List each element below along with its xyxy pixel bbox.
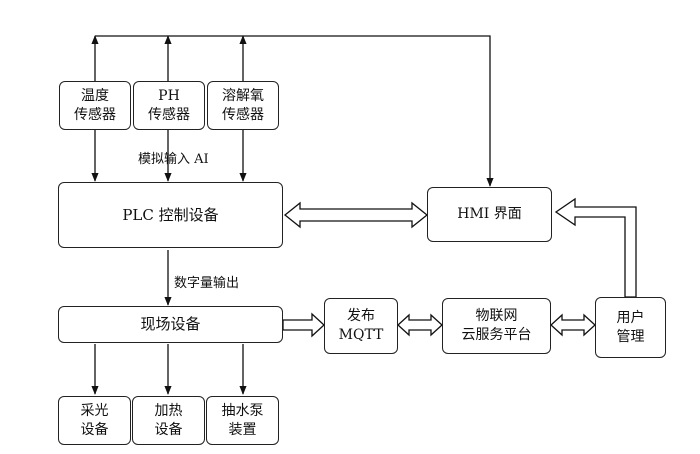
user-management-box: 用户 管理 — [595, 297, 666, 358]
mqtt-cloud-double-arrow — [397, 313, 443, 337]
heating-device-box: 加热 设备 — [132, 396, 205, 445]
water-pump-box: 抽水泵 装置 — [206, 396, 279, 445]
water-pump-line2: 装置 — [228, 421, 257, 438]
iot-cloud-platform-line2: 云服务平台 — [461, 327, 532, 343]
heating-device-line2: 设备 — [154, 421, 183, 438]
dissolved-oxygen-sensor-line1: 溶解氧 — [222, 87, 264, 104]
mqtt-publish-box: 发布 MQTT — [324, 298, 398, 354]
digital-output-label: 数字量输出 — [174, 276, 240, 291]
plc-control-device-box: PLC 控制设备 — [58, 182, 283, 248]
iot-cloud-platform-box: 物联网 云服务平台 — [442, 298, 551, 354]
field-to-mqtt-arrow — [282, 312, 325, 338]
water-pump-line1: 抽水泵 — [221, 402, 264, 419]
hmi-interface-box: HMI 界面 — [427, 187, 552, 242]
heating-device-line1: 加热 — [154, 402, 183, 419]
field-to-actuator-arrows — [91, 344, 247, 395]
sensor-to-plc-arrows — [91, 130, 247, 182]
analog-input-label: 模拟输入 AI — [138, 152, 209, 167]
top-bus-lines — [91, 35, 494, 187]
temperature-sensor-line2: 传感器 — [74, 106, 116, 123]
field-device-label: 现场设备 — [140, 315, 201, 333]
mqtt-publish-line1: 发布 — [347, 308, 375, 324]
field-device-box: 现场设备 — [58, 306, 283, 343]
user-management-line2: 管理 — [616, 328, 645, 345]
temperature-sensor-box: 温度 传感器 — [59, 81, 131, 130]
lighting-device-line1: 采光 — [80, 402, 109, 419]
ph-sensor-box: PH 传感器 — [133, 81, 205, 130]
user-management-line1: 用户 — [616, 309, 645, 326]
plc-hmi-double-arrow — [283, 201, 429, 229]
plc-control-device-label: PLC 控制设备 — [122, 205, 219, 224]
dissolved-oxygen-sensor-line2: 传感器 — [222, 106, 264, 123]
dissolved-oxygen-sensor-box: 溶解氧 传感器 — [207, 81, 279, 130]
ph-sensor-line2: 传感器 — [148, 106, 190, 123]
lighting-device-box: 采光 设备 — [58, 396, 131, 445]
cloud-user-double-arrow — [550, 313, 596, 337]
lighting-device-line2: 设备 — [80, 421, 109, 438]
iot-cloud-platform-line1: 物联网 — [475, 308, 518, 324]
ph-sensor-line1: PH — [158, 87, 180, 104]
hmi-interface-label: HMI 界面 — [457, 206, 522, 222]
mqtt-publish-line2: MQTT — [338, 327, 384, 343]
user-to-hmi-arrow — [554, 197, 637, 298]
temperature-sensor-line1: 温度 — [81, 87, 109, 104]
